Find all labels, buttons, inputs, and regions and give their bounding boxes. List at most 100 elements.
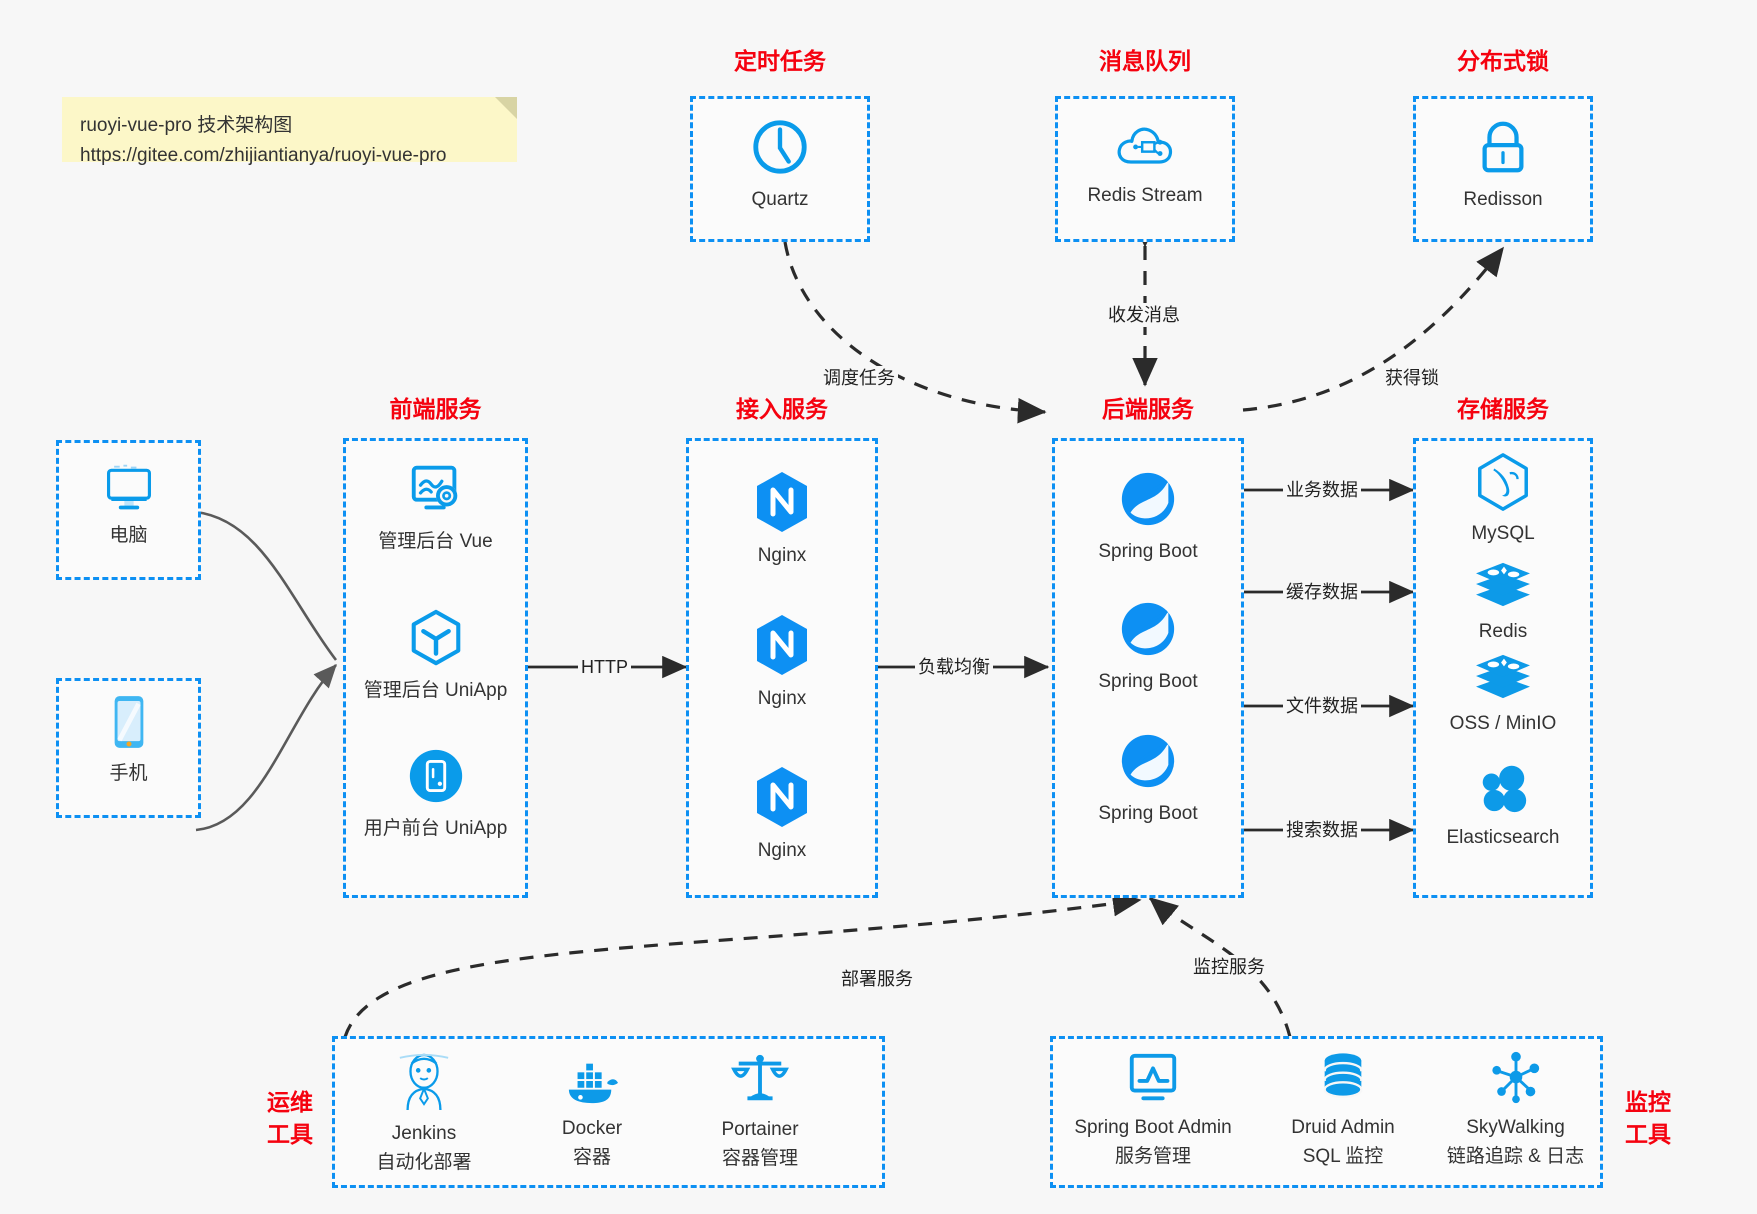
group-label-message-queue: 消息队列: [1099, 48, 1191, 74]
edge-label-search-data: 搜索数据: [1283, 818, 1361, 842]
node-label: Nginx: [757, 688, 807, 709]
node-sublabel: SQL 监控: [1302, 1146, 1384, 1167]
node-oss-minio[interactable]: OSS / MinIO: [1413, 650, 1593, 736]
edge-label-deploy-service: 部署服务: [838, 967, 916, 991]
group-label-scheduled-task: 定时任务: [734, 48, 826, 74]
docker-whale-icon: [561, 1055, 623, 1112]
node-spring-boot-1[interactable]: Spring Boot: [1052, 468, 1244, 564]
group-label-monitor-line2: 工具: [1625, 1121, 1671, 1147]
node-spring-boot-admin[interactable]: Spring Boot Admin 服务管理: [1058, 1050, 1248, 1169]
note-url: https://gitee.com/zhijiantianya/ruoyi-vu…: [80, 145, 447, 166]
node-label: Redis: [1478, 621, 1528, 642]
node-admin-uniapp[interactable]: 管理后台 UniApp: [343, 607, 528, 703]
group-label-monitor: 监控 工具: [1613, 1086, 1683, 1150]
nginx-icon: [753, 765, 811, 834]
node-label: MySQL: [1471, 523, 1535, 544]
spring-leaf-icon: [1117, 730, 1179, 797]
edge-label-monitor-service: 监控服务: [1190, 955, 1268, 979]
edge-deploy-service: [343, 890, 1142, 1038]
mysql-dolphin-icon: [1474, 452, 1532, 517]
edge-label-file-data: 文件数据: [1283, 694, 1361, 718]
group-label-devops-line1: 运维: [267, 1089, 313, 1115]
group-box-frontend: [343, 438, 528, 898]
node-spring-boot-2[interactable]: Spring Boot: [1052, 598, 1244, 694]
diagram-note: ruoyi-vue-pro 技术架构图 https://gitee.com/zh…: [62, 97, 517, 166]
group-label-frontend: 前端服务: [389, 396, 482, 422]
lock-icon: [1474, 116, 1532, 183]
node-label: OSS / MinIO: [1449, 713, 1557, 734]
node-label: Quartz: [751, 189, 809, 210]
edge-mobile-to-frontend: [195, 664, 337, 832]
node-redis-stream[interactable]: Redis Stream: [1055, 118, 1235, 208]
redis-stack-icon: [1472, 558, 1534, 615]
group-box-pc: [56, 440, 201, 580]
node-redisson[interactable]: Redisson: [1413, 116, 1593, 212]
node-label: 管理后台 Vue: [378, 531, 493, 552]
database-cylinder-icon: [1316, 1050, 1370, 1111]
node-druid-admin[interactable]: Druid Admin SQL 监控: [1258, 1050, 1428, 1169]
monitor-chart-icon: [1124, 1050, 1182, 1111]
group-box-message-queue: [1055, 96, 1235, 242]
node-redis[interactable]: Redis: [1413, 558, 1593, 644]
node-skywalking[interactable]: SkyWalking 链路追踪 & 日志: [1428, 1050, 1603, 1169]
edge-label-load-balance: 负载均衡: [915, 655, 993, 679]
node-mysql[interactable]: MySQL: [1413, 452, 1593, 546]
edge-acquire-lock: [1242, 246, 1505, 412]
smartphone-icon: [107, 692, 151, 757]
node-label: 电脑: [109, 525, 148, 546]
edge-pc-to-frontend: [195, 510, 338, 661]
node-nginx-2[interactable]: Nginx: [686, 613, 878, 711]
node-portainer[interactable]: Portainer 容器管理: [676, 1050, 844, 1171]
edge-label-send-receive: 收发消息: [1105, 303, 1183, 327]
group-box-devops: [332, 1036, 885, 1188]
edge-label-http: HTTP: [578, 655, 631, 679]
node-label: Portainer: [721, 1119, 799, 1140]
node-nginx-1[interactable]: Nginx: [686, 470, 878, 568]
node-spring-boot-3[interactable]: Spring Boot: [1052, 730, 1244, 826]
node-label: Nginx: [757, 840, 807, 861]
nginx-icon: [753, 613, 811, 682]
node-quartz[interactable]: Quartz: [690, 116, 870, 212]
note-title: ruoyi-vue-pro 技术架构图: [80, 115, 293, 136]
node-user-uniapp[interactable]: 用户前台 UniApp: [343, 745, 528, 841]
dashboard-settings-icon: [405, 460, 467, 525]
edge-label-cache-data: 缓存数据: [1283, 580, 1361, 604]
edge-label-acquire-lock: 获得锁: [1382, 366, 1442, 390]
node-docker[interactable]: Docker 容器: [508, 1055, 676, 1170]
node-label: Redisson: [1463, 189, 1543, 210]
node-mobile[interactable]: 手机: [56, 692, 201, 786]
edge-label-business-data: 业务数据: [1283, 478, 1361, 502]
node-label: Nginx: [757, 545, 807, 566]
node-label: Druid Admin: [1291, 1117, 1395, 1138]
note-fold-icon: [495, 97, 517, 119]
node-nginx-3[interactable]: Nginx: [686, 765, 878, 863]
node-label: 用户前台 UniApp: [363, 818, 508, 839]
group-label-distributed-lock: 分布式锁: [1457, 48, 1549, 74]
jenkins-butler-icon: [396, 1050, 452, 1117]
group-label-devops-line2: 工具: [267, 1121, 313, 1147]
node-elasticsearch[interactable]: Elasticsearch: [1413, 760, 1593, 850]
node-sublabel: 容器管理: [721, 1148, 798, 1169]
node-label: Spring Boot: [1098, 541, 1198, 562]
edge-label-schedule-task: 调度任务: [820, 366, 898, 390]
scales-icon: [730, 1050, 790, 1113]
desktop-monitor-icon: [101, 462, 157, 519]
node-pc[interactable]: 电脑: [56, 462, 201, 548]
spring-leaf-icon: [1117, 598, 1179, 665]
node-sublabel: 自动化部署: [376, 1152, 472, 1173]
node-label: Jenkins: [391, 1123, 457, 1144]
skywalking-node-icon: [1487, 1050, 1545, 1111]
mobile-app-icon: [405, 745, 467, 812]
redis-stack-icon: [1472, 650, 1534, 707]
node-label: SkyWalking: [1466, 1117, 1565, 1138]
cloud-network-icon: [1114, 118, 1176, 179]
node-jenkins[interactable]: Jenkins 自动化部署: [340, 1050, 508, 1175]
group-label-backend: 后端服务: [1102, 396, 1194, 422]
node-sublabel: 容器: [572, 1147, 611, 1168]
nginx-icon: [753, 470, 811, 539]
clock-icon: [749, 116, 811, 183]
node-label: Elasticsearch: [1446, 827, 1560, 848]
node-admin-vue[interactable]: 管理后台 Vue: [343, 460, 528, 554]
node-label: Redis Stream: [1087, 185, 1203, 206]
node-label: 管理后台 UniApp: [363, 680, 508, 701]
